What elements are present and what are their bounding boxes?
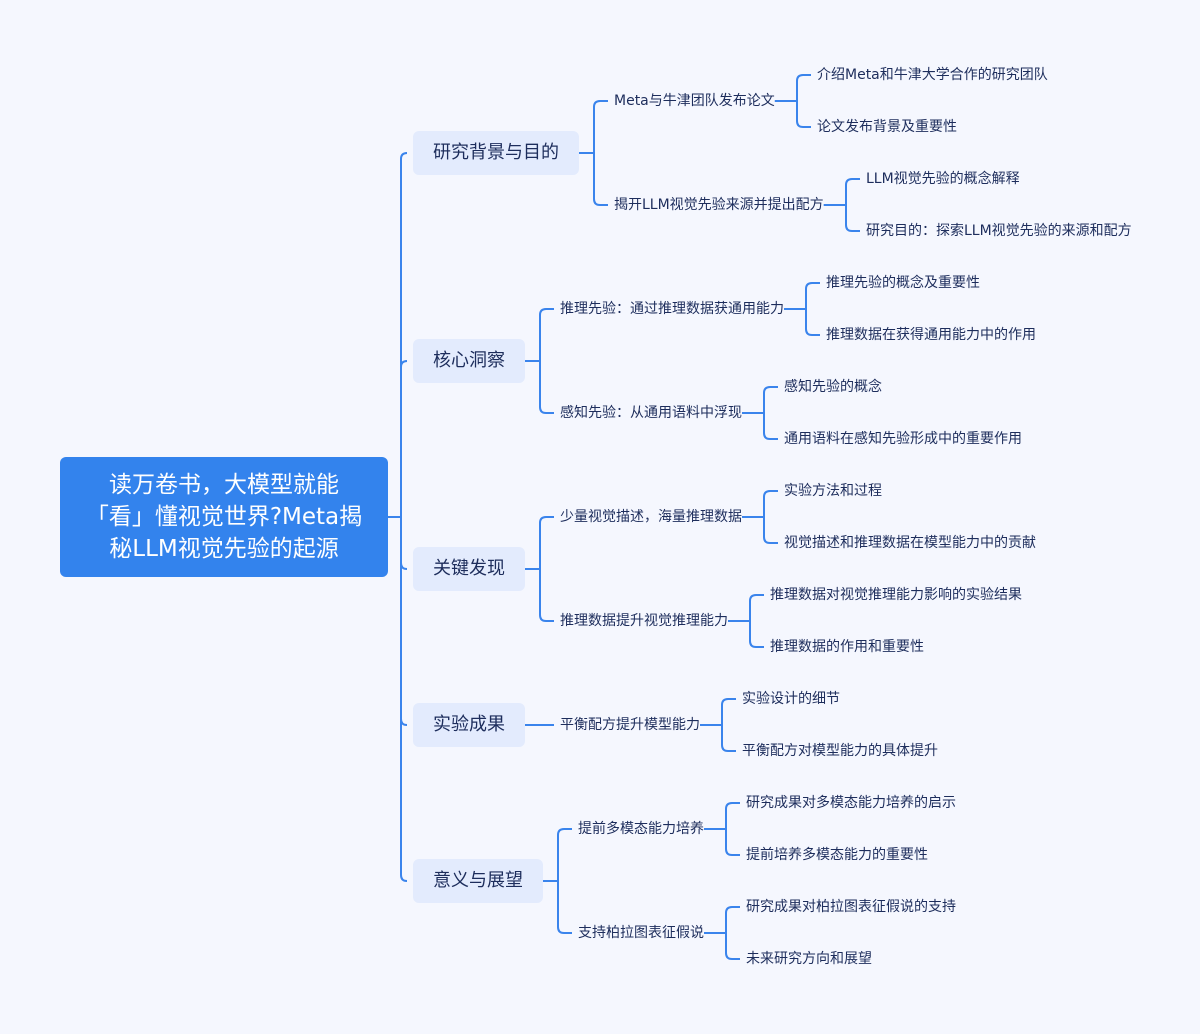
- root-topic[interactable]: 读万卷书，大模型就能「看」懂视觉世界?Meta揭秘LLM视觉先验的起源: [60, 457, 388, 577]
- branch-research-background[interactable]: 研究背景与目的: [413, 131, 579, 175]
- leaf-topic[interactable]: 感知先验的概念: [784, 379, 882, 395]
- leaf-topic[interactable]: 实验设计的细节: [742, 691, 840, 707]
- leaf-topic[interactable]: LLM视觉先验的概念解释: [866, 171, 1020, 187]
- leaf-topic[interactable]: 推理数据在获得通用能力中的作用: [826, 327, 1036, 343]
- connector: [784, 282, 820, 336]
- leaf-topic[interactable]: 推理数据对视觉推理能力影响的实验结果: [770, 587, 1022, 603]
- leaf-topic[interactable]: 研究成果对多模态能力培养的启示: [746, 795, 956, 811]
- connector: [525, 516, 554, 622]
- leaf-topic[interactable]: 研究成果对柏拉图表征假说的支持: [746, 899, 956, 915]
- connector: [742, 386, 778, 440]
- connector: [728, 594, 764, 648]
- branch-experimental-results[interactable]: 实验成果: [413, 703, 525, 747]
- connector: [543, 828, 572, 934]
- connector: [704, 906, 740, 960]
- leaf-topic[interactable]: 平衡配方对模型能力的具体提升: [742, 743, 938, 759]
- connector: [388, 152, 408, 882]
- connector: [774, 74, 811, 128]
- connector: [742, 490, 778, 544]
- leaf-topic[interactable]: 通用语料在感知先验形成中的重要作用: [784, 431, 1022, 447]
- subtopic[interactable]: 少量视觉描述，海量推理数据: [560, 509, 742, 525]
- leaf-topic[interactable]: 介绍Meta和牛津大学合作的研究团队: [817, 67, 1048, 83]
- subtopic[interactable]: 感知先验：从通用语料中浮现: [560, 405, 742, 421]
- leaf-topic[interactable]: 研究目的：探索LLM视觉先验的来源和配方: [866, 223, 1132, 239]
- branch-key-findings[interactable]: 关键发现: [413, 547, 525, 591]
- connector: [700, 698, 736, 752]
- connector: [823, 178, 860, 232]
- branch-core-insights[interactable]: 核心洞察: [413, 339, 525, 383]
- leaf-topic[interactable]: 论文发布背景及重要性: [817, 119, 957, 135]
- connector: [525, 308, 554, 414]
- subtopic[interactable]: 揭开LLM视觉先验来源并提出配方: [614, 197, 824, 213]
- connector: [704, 802, 740, 856]
- leaf-topic[interactable]: 推理先验的概念及重要性: [826, 275, 980, 291]
- connector: [579, 100, 608, 206]
- subtopic[interactable]: 提前多模态能力培养: [578, 821, 704, 837]
- leaf-topic[interactable]: 实验方法和过程: [784, 483, 882, 499]
- subtopic[interactable]: 支持柏拉图表征假说: [578, 925, 704, 941]
- subtopic[interactable]: 平衡配方提升模型能力: [560, 717, 700, 733]
- subtopic[interactable]: Meta与牛津团队发布论文: [614, 93, 775, 109]
- subtopic[interactable]: 推理数据提升视觉推理能力: [560, 613, 728, 629]
- leaf-topic[interactable]: 视觉描述和推理数据在模型能力中的贡献: [784, 535, 1036, 551]
- leaf-topic[interactable]: 推理数据的作用和重要性: [770, 639, 924, 655]
- leaf-topic[interactable]: 提前培养多模态能力的重要性: [746, 847, 928, 863]
- branch-significance-outlook[interactable]: 意义与展望: [413, 859, 543, 903]
- leaf-topic[interactable]: 未来研究方向和展望: [746, 951, 872, 967]
- subtopic[interactable]: 推理先验：通过推理数据获通用能力: [560, 301, 784, 317]
